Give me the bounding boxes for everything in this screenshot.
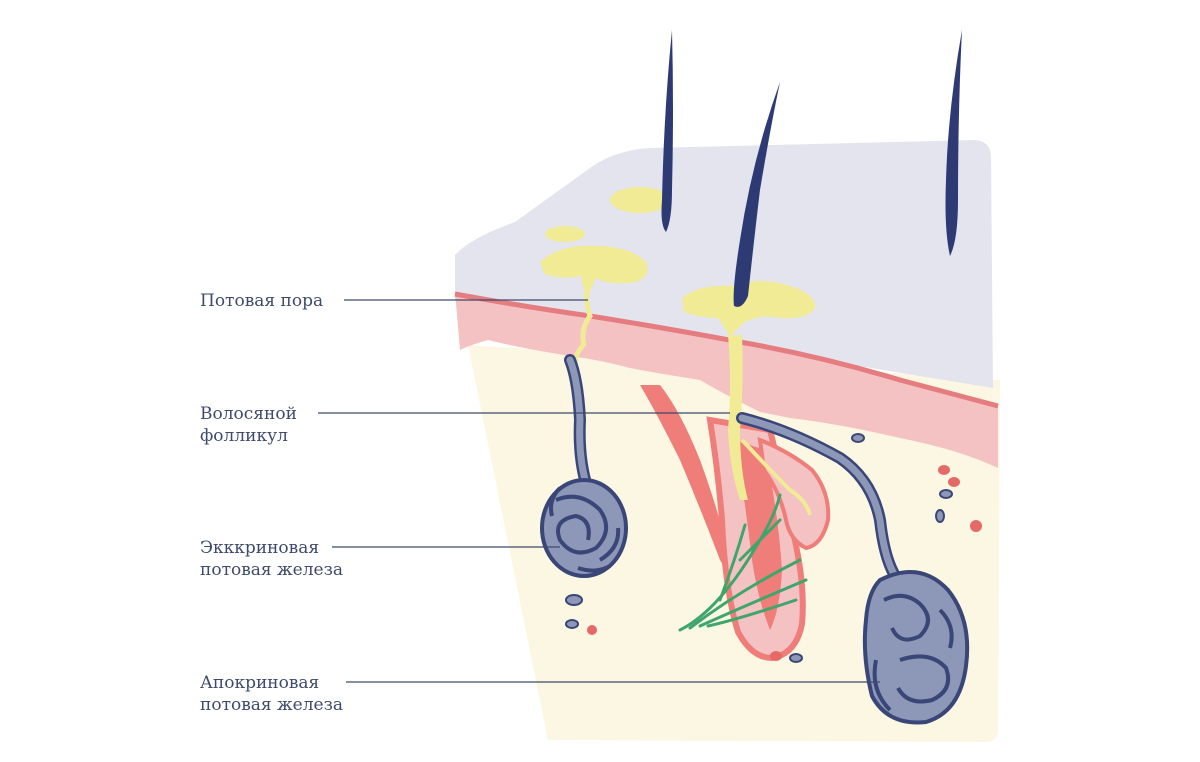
follicle-outer-wall bbox=[640, 385, 738, 590]
dermis-layer bbox=[455, 292, 998, 468]
hair-left bbox=[661, 30, 673, 232]
label-hair-follicle: Волосяной фолликул bbox=[200, 404, 302, 446]
sebum-surface-drop bbox=[682, 281, 816, 336]
apocrine-gland-coil bbox=[862, 570, 970, 725]
epidermis-surface bbox=[455, 140, 993, 388]
sweat-pore-duct bbox=[573, 279, 593, 363]
sebum-drop-small bbox=[545, 226, 585, 242]
nerve-fibers bbox=[678, 493, 808, 632]
hair-right bbox=[945, 30, 962, 256]
blood-cells bbox=[565, 433, 982, 663]
label-apocrine-gland: Апокриновая потовая железа bbox=[200, 673, 343, 715]
eccrine-gland-coil bbox=[540, 478, 628, 578]
hair-center bbox=[733, 82, 780, 307]
sweat-droplet bbox=[540, 245, 648, 292]
apocrine-duct-inner bbox=[738, 414, 898, 578]
follicle-core bbox=[735, 440, 782, 630]
eccrine-duct-inner bbox=[566, 356, 592, 494]
sebum-drop-top bbox=[610, 187, 670, 213]
label-eccrine-gland: Экккриновая потовая железа bbox=[200, 538, 343, 580]
label-sweat-pore: Потовая пора bbox=[200, 291, 323, 311]
sebum-branch bbox=[740, 438, 812, 516]
